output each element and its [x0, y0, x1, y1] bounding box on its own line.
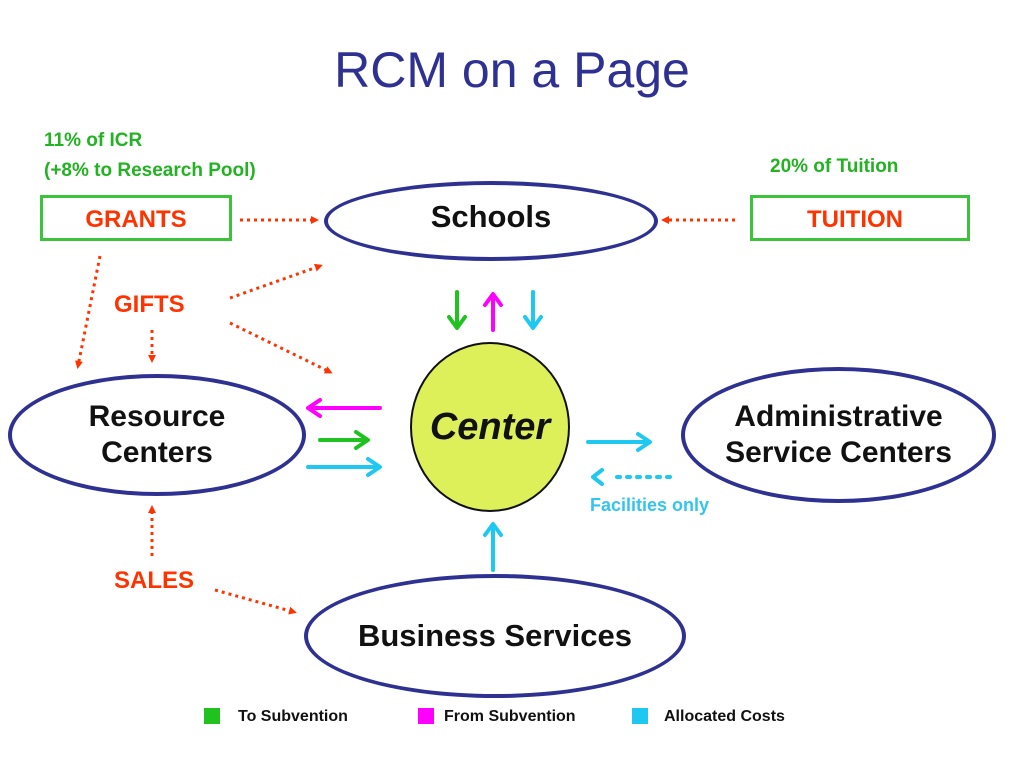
grants-to-resource-arrow	[75, 255, 102, 369]
business-to-center-arrow	[483, 522, 503, 572]
tuition-label: TUITION	[807, 206, 903, 233]
sales-to-business-arrow	[214, 588, 297, 615]
gifts-to-schools-arrow	[229, 263, 323, 300]
grants-box: GRANTS	[40, 195, 232, 241]
facilities-only-note: Facilities only	[590, 495, 710, 515]
center-to-admin-arrow	[586, 432, 652, 452]
subvention-to-resource-arrow	[306, 398, 382, 418]
legend-swatch-to-subvention	[204, 708, 220, 724]
admin-service-centers-node: Administrative Service Centers	[681, 367, 996, 503]
gifts-to-center-arrow	[229, 321, 333, 374]
tuition-box: TUITION	[750, 195, 970, 241]
page-title: RCM on a Page	[334, 42, 690, 98]
tuition-percent-note: 20% of Tuition	[770, 156, 899, 177]
schools-label: Schools	[430, 199, 552, 234]
admin-label-line2: Service Centers	[725, 436, 952, 469]
legend-label-to-subvention: To Subvention	[238, 708, 348, 725]
center-node: Center	[410, 342, 570, 512]
resource-centers-label-line2: Centers	[101, 436, 213, 469]
allocated-to-schools-arrow	[523, 290, 543, 330]
icr-note-line2: (+8% to Research Pool)	[44, 160, 256, 181]
business-services-node: Business Services	[304, 574, 686, 698]
business-services-label: Business Services	[357, 618, 632, 653]
sales-label: SALES	[114, 567, 195, 594]
resource-to-subvention-arrow	[318, 430, 370, 450]
facilities-only-arrow	[591, 468, 672, 486]
grants-label: GRANTS	[85, 206, 187, 233]
legend-swatch-allocated-costs	[632, 708, 648, 724]
gifts-label: GIFTS	[114, 291, 185, 318]
legend-label-allocated-costs: Allocated Costs	[664, 708, 785, 725]
resource-centers-label-line1: Resource	[88, 400, 226, 433]
legend-label-from-subvention: From Subvention	[444, 708, 576, 725]
center-label: Center	[429, 405, 551, 448]
icr-note-line1: 11% of ICR	[44, 130, 143, 151]
subvention-to-schools-arrow	[483, 292, 503, 332]
admin-label-line1: Administrative	[734, 400, 943, 433]
schools-node: Schools	[324, 181, 658, 261]
legend-swatch-from-subvention	[418, 708, 434, 724]
resource-centers-node: Resource Centers	[8, 374, 306, 496]
schools-to-subvention-arrow	[447, 290, 467, 330]
allocated-to-resource-arrow	[306, 457, 382, 477]
